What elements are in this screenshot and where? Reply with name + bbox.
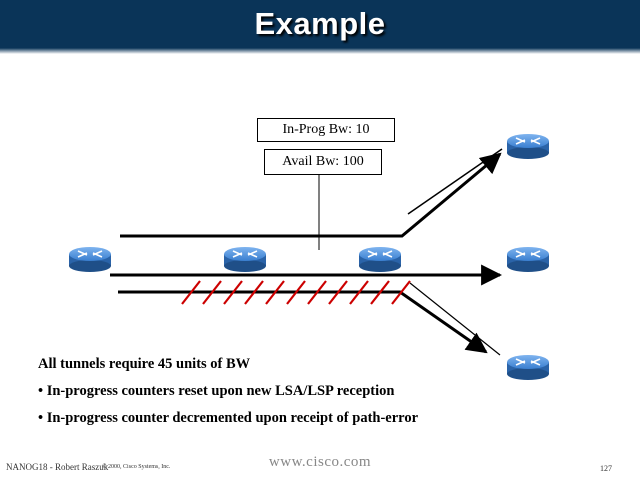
router-icon	[506, 133, 550, 160]
hatch-mark	[391, 280, 411, 305]
hatch-mark	[244, 280, 264, 305]
footer-url: www.cisco.com	[268, 454, 372, 470]
bullet-text: • In-progress counters reset upon new LS…	[38, 383, 395, 399]
router-icon	[358, 246, 402, 273]
hatch-mark	[265, 280, 285, 305]
link-bottom-right	[409, 282, 501, 356]
in-prog-bw-label: In-Prog Bw: 10	[257, 118, 395, 142]
hatch-mark	[181, 280, 201, 305]
router-icon	[506, 354, 550, 381]
slide-title: Example	[254, 6, 386, 41]
hatch-mark	[307, 280, 327, 305]
link-top-right	[407, 148, 503, 215]
avail-bw-label: Avail Bw: 100	[264, 149, 382, 175]
footer-copyright: © 2000, Cisco Systems, Inc.	[102, 464, 171, 470]
hatch-mark	[370, 280, 390, 305]
header-gradient	[0, 48, 640, 54]
bullet-text: • In-progress counter decremented upon r…	[38, 410, 419, 426]
footer-author: NANOG18 - Robert Raszuk	[6, 462, 109, 472]
tunnel-bottom	[118, 290, 488, 354]
bullet-list: All tunnels require 45 units of BW • In-…	[38, 356, 418, 437]
hatch-mark	[223, 280, 243, 305]
slide-header	[0, 0, 640, 54]
hatch-marks	[181, 280, 411, 305]
bullet-text: All tunnels require 45 units of BW	[38, 356, 251, 372]
hatch-mark	[202, 280, 222, 305]
hatch-mark	[286, 280, 306, 305]
hatch-mark	[328, 280, 348, 305]
page-number: 127	[600, 464, 612, 473]
hatch-mark	[349, 280, 369, 305]
tunnel-top	[120, 152, 502, 238]
router-icon	[506, 246, 550, 273]
router-icon	[68, 246, 112, 273]
router-icon	[223, 246, 267, 273]
